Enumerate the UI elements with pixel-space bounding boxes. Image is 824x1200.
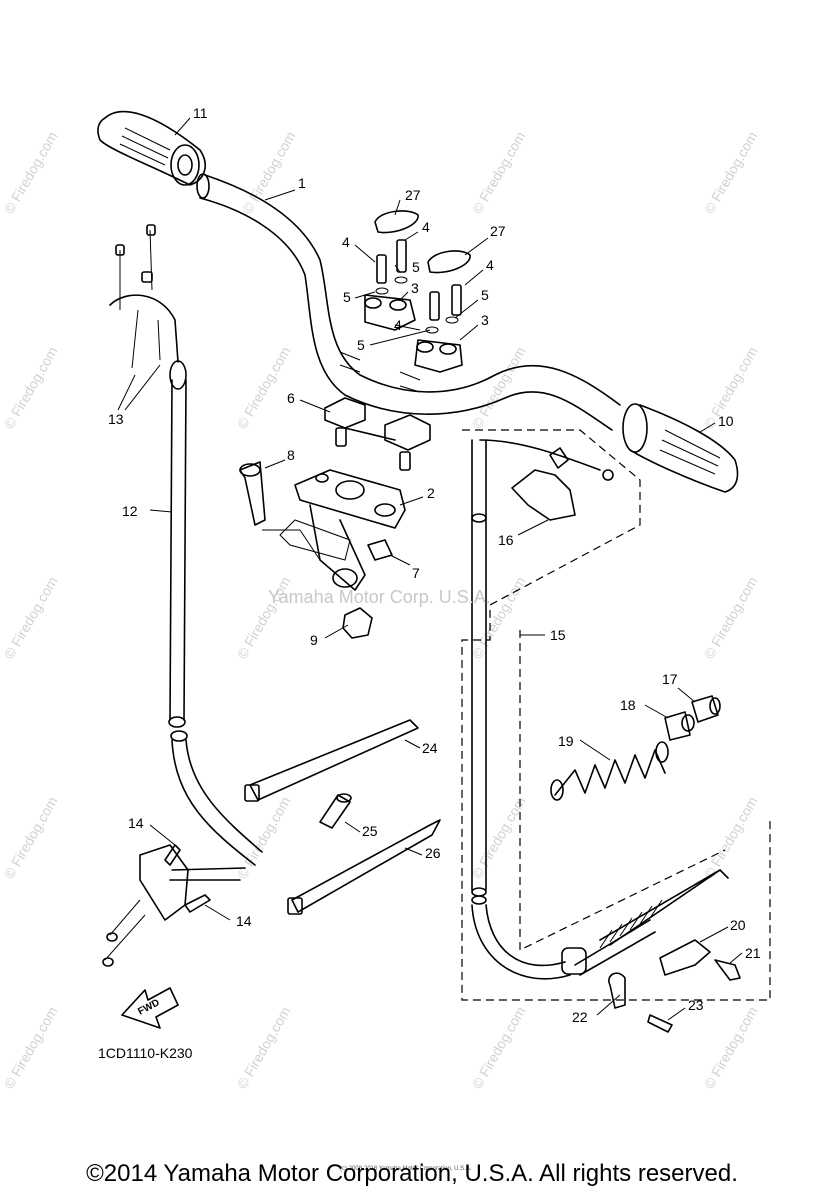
callout-13: 13 <box>108 411 124 427</box>
callout-10: 10 <box>718 413 734 429</box>
spring-and-collars <box>550 695 721 801</box>
callout-9: 9 <box>310 632 318 648</box>
callout-27: 27 <box>490 223 506 239</box>
left-grip <box>97 110 206 186</box>
callout-5: 5 <box>412 259 420 275</box>
callout-17: 17 <box>662 671 678 687</box>
copyright-notice: ©2014 Yamaha Motor Corporation, U.S.A. A… <box>86 1160 738 1187</box>
brake-rod-fittings <box>599 869 741 1033</box>
svg-text:© Firedog.com: © Firedog.com <box>701 1004 761 1092</box>
cable-ties <box>244 719 441 915</box>
brake-cable-group <box>461 429 771 1001</box>
callout-3: 3 <box>411 280 419 296</box>
callout-15: 15 <box>550 627 566 643</box>
yamaha-watermark: Yamaha Motor Corp. U.S.A. <box>268 587 491 607</box>
svg-text:© Firedog.com: © Firedog.com <box>469 129 529 217</box>
callout-1: 1 <box>298 175 306 191</box>
firedog-watermarks: © Firedog.com © Firedog.com © Firedog.co… <box>1 129 761 1092</box>
callout-12: 12 <box>122 503 138 519</box>
svg-text:© Firedog.com: © Firedog.com <box>701 794 761 882</box>
callout-20: 20 <box>730 917 746 933</box>
callout-19: 19 <box>558 733 574 749</box>
diagram-code: 1CD1110-K230 <box>98 1045 193 1061</box>
callout-8: 8 <box>287 447 295 463</box>
callout-5: 5 <box>343 289 351 305</box>
svg-text:© Firedog.com: © Firedog.com <box>234 1004 294 1092</box>
svg-text:© Firedog.com: © Firedog.com <box>1 794 61 882</box>
callout-3: 3 <box>481 312 489 328</box>
callout-23: 23 <box>688 997 704 1013</box>
callout-4: 4 <box>394 317 402 333</box>
callout-2: 2 <box>427 485 435 501</box>
lower-holder <box>324 397 431 471</box>
callout-16: 16 <box>498 532 514 548</box>
callout-6: 6 <box>287 390 295 406</box>
callout-22: 22 <box>572 1009 588 1025</box>
svg-text:© Firedog.com: © Firedog.com <box>1 129 61 217</box>
callout-26: 26 <box>425 845 441 861</box>
callout-5: 5 <box>481 287 489 303</box>
fwd-arrow: FWD <box>121 987 179 1029</box>
svg-text:© Firedog.com: © Firedog.com <box>701 129 761 217</box>
callout-numbers: 11 1 27 4 4 27 5 4 3 5 5 4 3 5 6 10 13 8… <box>108 105 761 1025</box>
callout-11: 11 <box>193 105 208 121</box>
svg-text:© Firedog.com: © Firedog.com <box>469 1004 529 1092</box>
svg-text:© Firedog.com: © Firedog.com <box>469 344 529 432</box>
callout-4: 4 <box>422 219 430 235</box>
handlebar <box>196 173 621 431</box>
svg-text:© Firedog.com: © Firedog.com <box>1 344 61 432</box>
leader-lines <box>117 117 743 1021</box>
svg-text:© Firedog.com: © Firedog.com <box>1 1004 61 1092</box>
svg-text:FWD: FWD <box>136 997 161 1017</box>
svg-text:© Firedog.com: © Firedog.com <box>1 574 61 662</box>
callout-24: 24 <box>422 740 438 756</box>
throttle-cable <box>102 224 263 967</box>
callout-7: 7 <box>412 565 420 581</box>
callout-14: 14 <box>236 913 252 929</box>
upper-holders <box>364 210 471 373</box>
callout-27: 27 <box>405 187 421 203</box>
callout-4: 4 <box>342 234 350 250</box>
svg-text:© Firedog.com: © Firedog.com <box>234 344 294 432</box>
callout-18: 18 <box>620 697 636 713</box>
svg-text:© Firedog.com: © Firedog.com <box>701 574 761 662</box>
callout-25: 25 <box>362 823 378 839</box>
callout-5: 5 <box>357 337 365 353</box>
fine-print: (c) 2008-2016 Yamaha Motor Corporation, … <box>340 1166 472 1172</box>
callout-21: 21 <box>745 945 761 961</box>
callout-14: 14 <box>128 815 144 831</box>
right-grip <box>622 403 739 493</box>
callout-4: 4 <box>486 257 494 273</box>
